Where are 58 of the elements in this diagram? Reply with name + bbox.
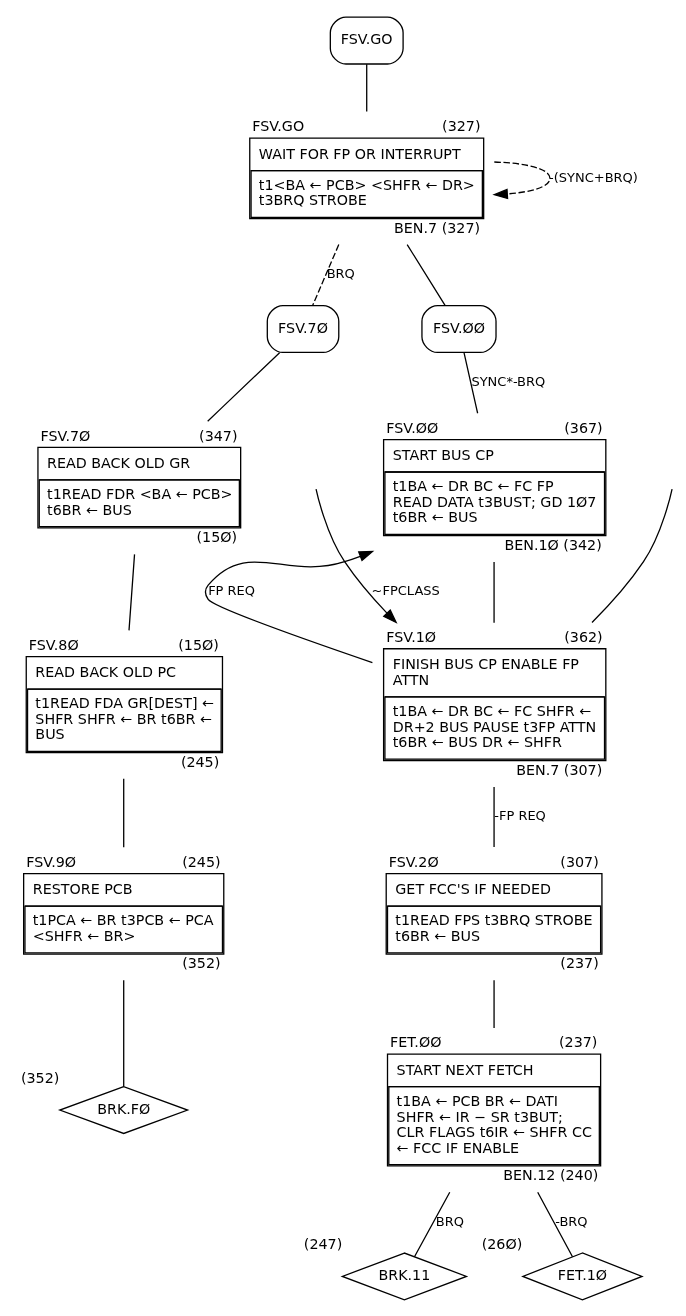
node-diamond: BRK.FØ [57, 1085, 190, 1134]
connector [128, 553, 136, 631]
connector [406, 243, 446, 306]
node-box: FSV.GO [329, 16, 404, 65]
node-label: FSV.1Ø [386, 628, 437, 645]
connector [463, 351, 479, 414]
connector [493, 785, 495, 848]
node-diamond: FET.1Ø [521, 1251, 644, 1300]
connector [413, 1191, 451, 1257]
node-label: FSV.GO [252, 117, 305, 134]
node-label: (247) [303, 1235, 343, 1252]
edge-label: BRQ [435, 1213, 464, 1229]
node-label: (26Ø) [481, 1235, 523, 1252]
node-label: BEN.7 (327) [394, 219, 481, 236]
connector [493, 979, 495, 1029]
node-label: (15Ø) [196, 528, 238, 545]
edge-label: -BRQ [555, 1213, 588, 1229]
arrow [204, 550, 375, 663]
edge-label: BRQ [326, 265, 355, 281]
node-label: (347) [199, 427, 238, 444]
edge-label: FP REQ [208, 582, 256, 598]
node-label: FSV.9Ø [26, 853, 77, 870]
node-label: (245) [180, 753, 220, 770]
node-label: FSV.ØØ [386, 419, 439, 436]
node-label: BEN.1Ø (342) [504, 536, 602, 553]
edge-label: SYNC*-BRQ [471, 373, 546, 389]
edge-label: -FP REQ [494, 807, 546, 823]
connector [207, 351, 281, 422]
arrow [315, 487, 398, 624]
node-label: (327) [442, 117, 481, 134]
node-diamond: BRK.11 [340, 1251, 469, 1300]
node-label: (237) [559, 1033, 598, 1050]
arrow [492, 160, 551, 199]
node-label: BEN.12 (240) [503, 1166, 599, 1183]
node-label: FSV.2Ø [388, 853, 439, 870]
node-label: FET.ØØ [390, 1033, 442, 1050]
connector [591, 487, 673, 623]
node-label: (362) [564, 628, 603, 645]
node-label: (352) [20, 1069, 60, 1086]
node-label: BEN.7 (307) [516, 761, 603, 778]
connector [123, 979, 125, 1087]
node-box: FSV.ØØ [421, 304, 497, 353]
connector [493, 560, 495, 623]
node-label: FSV.7Ø [40, 427, 91, 444]
edge-label: -(SYNC+BRQ) [549, 169, 638, 185]
connector [366, 63, 368, 112]
node-label: (307) [560, 853, 599, 870]
node-label: (15Ø) [178, 636, 219, 653]
connector [123, 777, 125, 848]
connector [312, 243, 340, 306]
node-label: (237) [560, 954, 599, 971]
node-label: (245) [182, 853, 221, 870]
connector [537, 1191, 574, 1257]
node-label: (352) [182, 954, 221, 971]
node-label: (367) [564, 419, 603, 436]
node-label: FSV.8Ø [28, 636, 79, 653]
edge-label: ~FPCLASS [371, 582, 440, 598]
node-box: FSV.7Ø [266, 304, 340, 353]
